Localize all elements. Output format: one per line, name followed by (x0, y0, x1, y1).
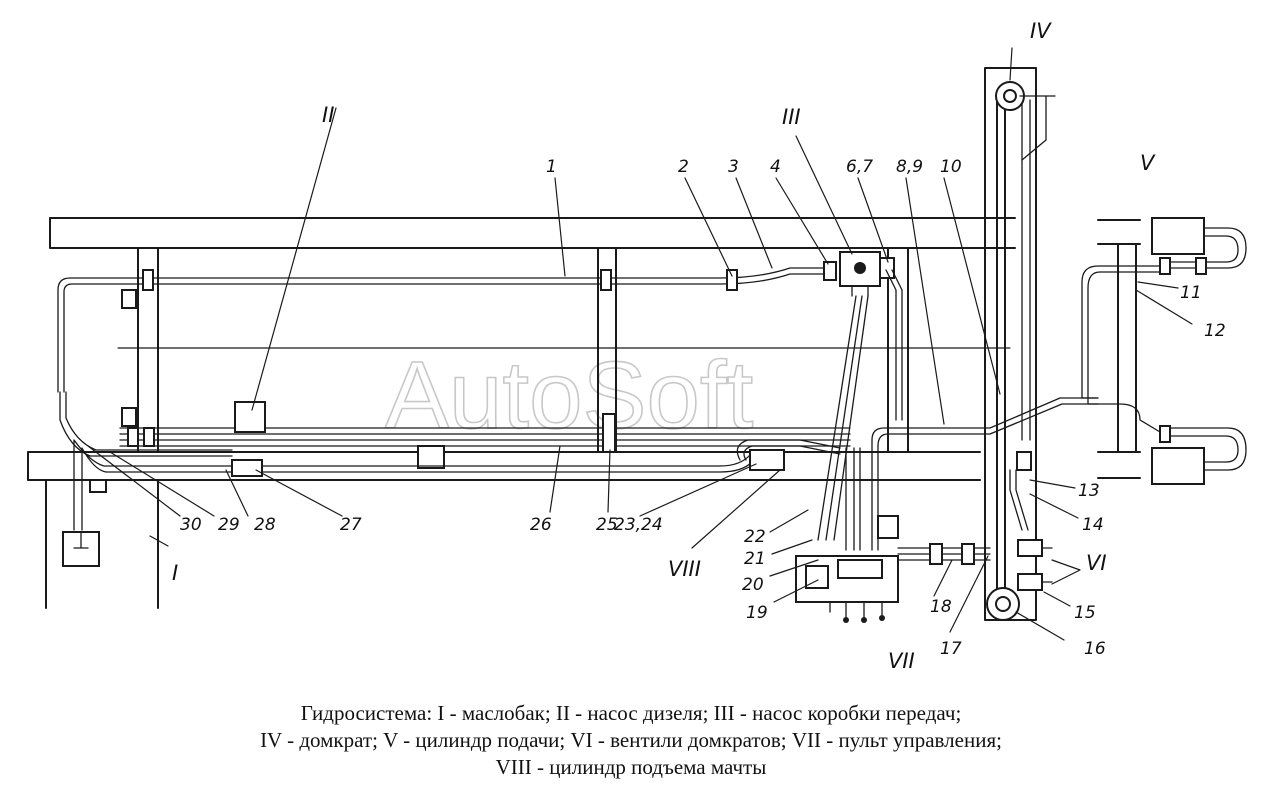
callout-25: 25 (596, 515, 618, 535)
callout-27: 27 (340, 515, 362, 535)
label-VII: VII (888, 649, 915, 673)
callout-14: 14 (1082, 515, 1104, 535)
callout-4: 4 (770, 157, 781, 177)
label-I: I (172, 561, 178, 585)
hydraulic-system-diagram: AutoSoft (27, 19, 1247, 673)
label-V: V (1140, 151, 1156, 175)
callout-numbers: 1 2 3 4 6,7 8,9 10 11 12 13 14 15 16 17 … (180, 157, 1226, 659)
callout-2: 2 (678, 157, 689, 177)
roman-labels: I II III IV V VI VII VIII (172, 19, 1156, 673)
gearbox-pump (839, 251, 895, 297)
label-VIII: VIII (668, 557, 701, 581)
callout-13: 13 (1078, 481, 1100, 501)
leader-lines (87, 47, 1193, 641)
lower-main-lines (119, 401, 851, 453)
callout-16: 16 (1084, 639, 1106, 659)
caption-line-3: VIII - цилиндр подъема мачты (495, 755, 767, 779)
control-panel (795, 515, 991, 623)
callout-11: 11 (1180, 283, 1202, 303)
callout-12: 12 (1204, 321, 1226, 341)
callout-3: 3 (728, 157, 739, 177)
tank-lines (59, 391, 781, 531)
watermark: AutoSoft (385, 342, 753, 449)
caption-line-1: Гидросистема: I - маслобак; II - насос д… (300, 701, 962, 725)
callout-21: 21 (744, 549, 766, 569)
frame (27, 217, 1032, 481)
callout-26: 26 (530, 515, 552, 535)
callout-23-24: 23,24 (614, 515, 663, 535)
upper-pressure-line (57, 261, 837, 393)
figure-caption: Гидросистема: I - маслобак; II - насос д… (0, 700, 1262, 781)
caption-line-2: IV - домкрат; V - цилиндр подачи; VI - в… (260, 728, 1002, 752)
callout-22: 22 (744, 527, 766, 547)
mast-lift-cylinder (736, 439, 841, 471)
callout-1: 1 (546, 157, 557, 177)
label-II: II (322, 103, 334, 127)
feed-cylinders (1081, 217, 1247, 485)
callout-10: 10 (940, 157, 962, 177)
jack-valves (1009, 469, 1053, 591)
callout-17: 17 (940, 639, 962, 659)
callout-18: 18 (930, 597, 952, 617)
callout-8-9: 8,9 (896, 157, 923, 177)
callout-20: 20 (742, 575, 764, 595)
callout-15: 15 (1074, 603, 1096, 623)
callout-29: 29 (218, 515, 240, 535)
callout-28: 28 (254, 515, 276, 535)
label-IV: IV (1030, 19, 1052, 43)
pump-feed-lines (817, 269, 1099, 551)
callout-19: 19 (746, 603, 768, 623)
callout-30: 30 (180, 515, 202, 535)
label-VI: VI (1086, 551, 1107, 575)
label-III: III (782, 105, 801, 129)
jack-post (984, 67, 1056, 621)
oil-tank (45, 479, 159, 609)
callout-6-7: 6,7 (846, 157, 873, 177)
